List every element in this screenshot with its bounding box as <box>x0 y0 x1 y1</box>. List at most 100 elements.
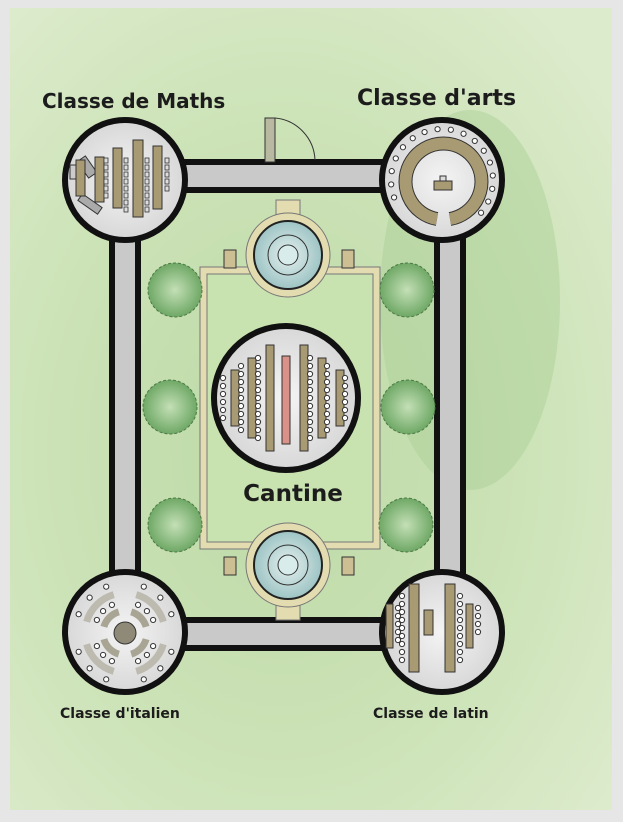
chair <box>254 378 262 386</box>
chair <box>144 164 150 171</box>
chair <box>219 374 227 382</box>
chair <box>486 159 494 166</box>
chair <box>123 178 129 185</box>
chair <box>254 362 262 370</box>
chair <box>103 676 110 683</box>
chair <box>123 171 129 178</box>
chair <box>103 157 109 164</box>
table <box>299 344 309 452</box>
chair <box>456 640 464 648</box>
chair <box>103 583 110 590</box>
chair <box>323 378 331 386</box>
entrance-door <box>264 117 316 163</box>
chair <box>144 192 150 199</box>
chair <box>93 616 100 624</box>
chair <box>394 604 402 612</box>
chair <box>93 642 100 650</box>
chair <box>306 378 314 386</box>
chair <box>394 636 402 644</box>
chair <box>150 642 157 650</box>
label-latin: Classe de latin <box>373 706 489 722</box>
chair <box>237 378 245 386</box>
chair <box>103 192 109 199</box>
chair <box>456 616 464 624</box>
chair <box>164 171 170 178</box>
chair <box>485 198 492 205</box>
chair <box>306 354 314 362</box>
chair <box>219 406 227 414</box>
chair <box>86 594 93 601</box>
curved-table <box>129 637 150 658</box>
chair <box>219 390 227 398</box>
chair <box>306 394 314 402</box>
chair <box>150 616 157 624</box>
chair <box>75 648 82 655</box>
chair <box>99 607 107 615</box>
chair <box>86 665 93 672</box>
chair <box>144 199 150 206</box>
chair <box>323 386 331 394</box>
chair <box>306 410 314 418</box>
chair <box>143 607 151 615</box>
chair <box>168 611 175 618</box>
chair <box>456 600 464 608</box>
chair <box>237 394 245 402</box>
label-italien: Classe d'italien <box>60 706 180 722</box>
chair <box>477 209 485 216</box>
chair <box>140 583 147 590</box>
chair <box>489 172 496 179</box>
chair <box>398 632 406 640</box>
table <box>247 357 257 439</box>
chair <box>99 651 107 659</box>
chair <box>134 658 142 665</box>
chair <box>123 157 129 164</box>
chair <box>388 168 395 175</box>
chair <box>456 608 464 616</box>
chair <box>254 402 262 410</box>
chair <box>164 164 170 171</box>
chair <box>480 147 487 154</box>
chair <box>143 651 151 659</box>
room-italien[interactable] <box>62 569 188 695</box>
chair <box>134 601 142 608</box>
tree <box>147 262 203 318</box>
curved-table <box>100 608 121 629</box>
label-cantine: Cantine <box>243 481 343 507</box>
table <box>265 344 275 452</box>
chair <box>164 185 170 192</box>
chair <box>398 624 406 632</box>
room-latin[interactable] <box>379 569 505 695</box>
chair <box>237 426 245 434</box>
chair <box>390 194 398 201</box>
chair <box>254 410 262 418</box>
chair <box>489 185 496 192</box>
room-cantine[interactable] <box>211 323 361 473</box>
label-arts: Classe d'arts <box>357 86 516 111</box>
chair <box>140 676 147 683</box>
chair <box>394 620 402 628</box>
curved-table <box>129 608 150 629</box>
chair <box>306 370 314 378</box>
chair <box>447 126 454 133</box>
chair <box>123 185 129 192</box>
chair <box>323 402 331 410</box>
chair <box>123 199 129 206</box>
label-maths: Classe de Maths <box>42 89 225 113</box>
chair <box>237 362 245 370</box>
chair <box>108 601 116 608</box>
chair <box>323 418 331 426</box>
room-arts[interactable] <box>379 117 505 243</box>
chair <box>394 612 402 620</box>
chair <box>219 414 227 422</box>
tree <box>379 262 435 318</box>
fountain-bottom <box>223 522 355 608</box>
chair <box>456 632 464 640</box>
chair <box>254 418 262 426</box>
chair <box>323 362 331 370</box>
room-maths[interactable] <box>62 117 188 243</box>
chair <box>157 594 164 601</box>
chair <box>323 426 331 434</box>
chair <box>254 386 262 394</box>
chair <box>398 608 406 616</box>
